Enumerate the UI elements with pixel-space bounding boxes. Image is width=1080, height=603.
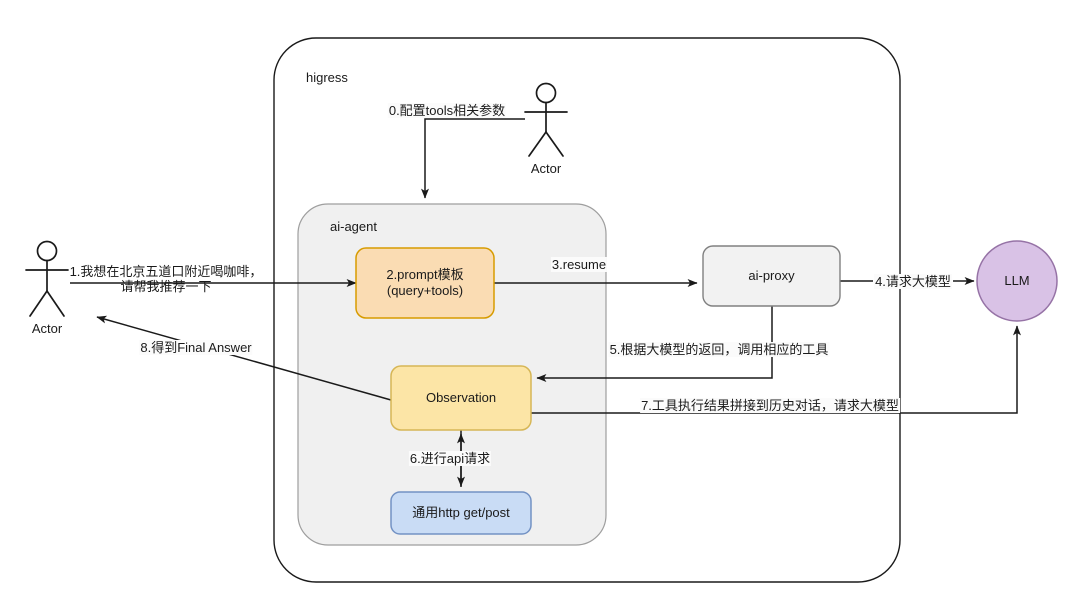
node-observation-box bbox=[390, 365, 532, 431]
actor-left-figure bbox=[25, 240, 69, 317]
actor-top-figure bbox=[524, 82, 568, 157]
edge-5-label: 5.根据大模型的返回，调用相应的工具 bbox=[608, 342, 830, 357]
edge-1-label: 1.我想在北京五道口附近喝咖啡， 请帮我推荐一下 bbox=[70, 264, 263, 294]
edge-5-path bbox=[536, 306, 773, 382]
edge-7-path bbox=[531, 325, 1021, 414]
edge-0-path bbox=[421, 118, 525, 199]
edge-1-label-line1: 1.我想在北京五道口附近喝咖啡， bbox=[69, 264, 263, 279]
node-prompt-box bbox=[355, 247, 495, 319]
edge-4-label: 4.请求大模型 bbox=[874, 274, 952, 289]
edge-1-label-line2: 请帮我推荐一下 bbox=[120, 279, 212, 294]
actor-left-label: Actor bbox=[31, 321, 63, 336]
node-http-box bbox=[390, 491, 532, 535]
node-llm-circle bbox=[976, 240, 1058, 322]
edge-6-label: 6.进行api请求 bbox=[408, 451, 492, 466]
edge-8-label: 8.得到Final Answer bbox=[139, 340, 253, 355]
edge-8-path bbox=[96, 315, 392, 401]
edge-7-label: 7.工具执行结果拼接到历史对话，请求大模型 bbox=[640, 398, 900, 413]
node-ai-proxy-box bbox=[702, 245, 841, 307]
edge-3-label: 3.resume bbox=[550, 257, 608, 272]
container-label-higress: higress bbox=[306, 70, 348, 85]
actor-top-label: Actor bbox=[530, 161, 562, 176]
container-label-ai-agent: ai-agent bbox=[330, 219, 377, 234]
edge-0-label: 0.配置tools相关参数 bbox=[387, 103, 507, 118]
